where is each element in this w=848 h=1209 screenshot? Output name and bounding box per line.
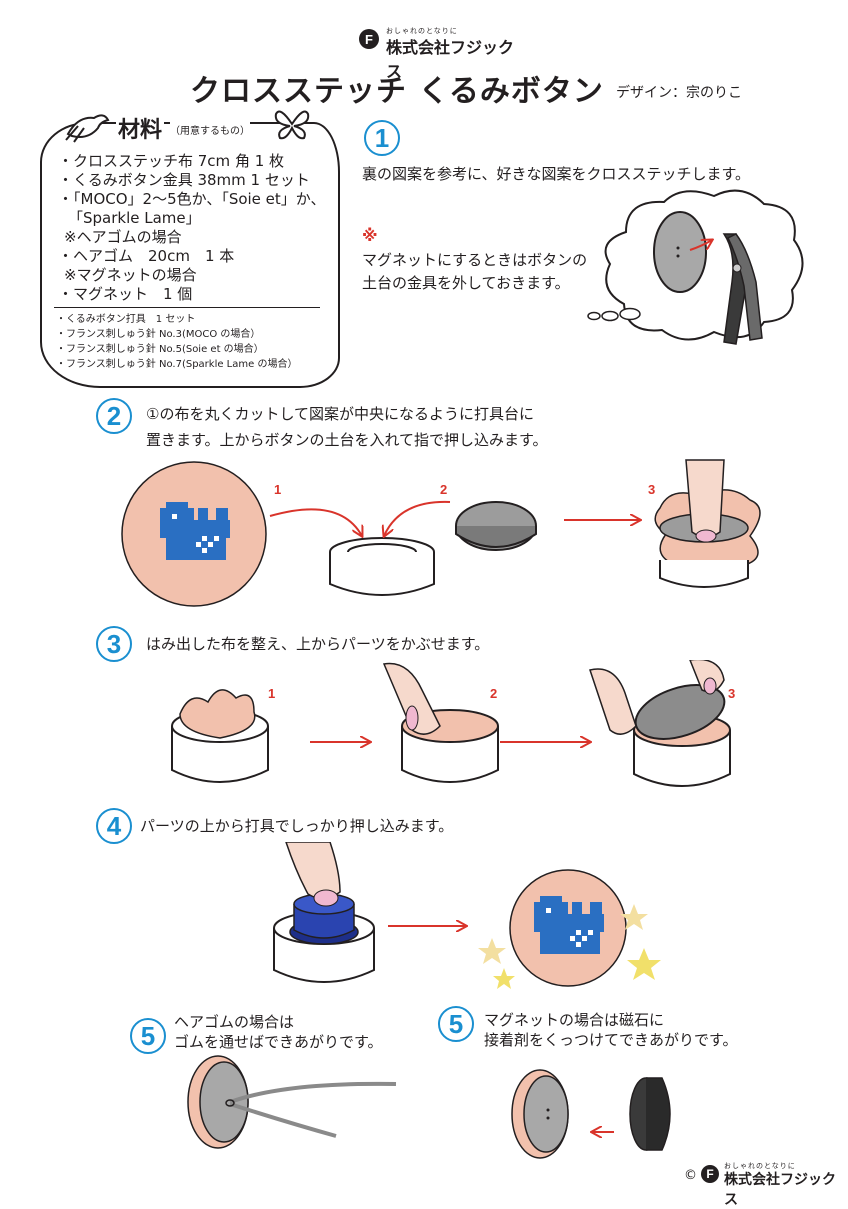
tool-item: ・くるみボタン打具 1 セット [56, 314, 196, 325]
sub-label-1: 1 [274, 482, 282, 497]
materials-divider [54, 307, 320, 308]
footer-brand-logo: F おしゃれのとなりに 株式会社フジックス [700, 1160, 840, 1208]
tool-item: ・フランス刺しゅう針 No.7(Sparkle Lame の場合） [56, 359, 298, 370]
svg-text:F: F [365, 32, 373, 47]
thought-cloud-illustration [604, 189, 804, 345]
bird-icon [65, 114, 110, 143]
sub-label-2: 2 [440, 482, 448, 497]
copyright-mark: © [684, 1168, 697, 1183]
tool-item: ・フランス刺しゅう針 No.5(Soie et の場合） [56, 344, 264, 355]
step-5b-line-1: マグネットの場合は磁石に [484, 1011, 665, 1029]
step-5b-line-2: 接着剤をくっつけてできあがりです。 [484, 1031, 738, 1049]
footer-brand-name: 株式会社フジックス [724, 1172, 836, 1208]
materials-heading-note: （用意するもの） [170, 122, 250, 137]
page-title: クロスステッチ くるみボタン [190, 74, 604, 109]
material-item: ・くるみボタン金具 38mm 1 セット [58, 171, 310, 189]
material-note: ※ヘアゴムの場合 [64, 228, 182, 246]
hair-tie-illustration [187, 1055, 397, 1149]
materials-box: 材料 （用意するもの） ・クロスステッチ布 7cm 角 1 枚 ・くるみボタン金… [40, 110, 340, 388]
step-2-line-1: ①の布を丸くカットして図案が中央になるように打具台に [146, 405, 534, 423]
material-item: 「Sparkle Lame」 [68, 209, 201, 227]
brand-mark-icon: F [701, 1165, 719, 1183]
brand-tagline: おしゃれのとなりに [386, 27, 458, 35]
footer-brand-tagline: おしゃれのとなりに [724, 1162, 796, 1170]
step-5a-line-1: ヘアゴムの場合は [174, 1013, 295, 1031]
step-3-illustration [171, 660, 731, 787]
sub-label-2: 2 [490, 686, 498, 701]
step-4-illustration [273, 842, 661, 989]
step-number-4: 4 [96, 808, 132, 844]
material-note: ※マグネットの場合 [64, 266, 197, 284]
material-item: ・クロスステッチ布 7cm 角 1 枚 [58, 152, 285, 170]
note-line-1: マグネットにするときはボタンの [362, 251, 588, 269]
sub-label-3: 3 [648, 482, 656, 497]
material-item: ・ヘアゴム 20cm 1 本 [58, 247, 235, 265]
step-number-5-magnet: 5 [438, 1006, 474, 1042]
step-number-3: 3 [96, 626, 132, 662]
step-number-5-hair-tie: 5 [130, 1018, 166, 1054]
brand-logo: F おしゃれのとなりに 株式会社フジックス [358, 24, 518, 81]
material-item: ・「MOCO」2〜5色か、「Soie et」か、 [58, 190, 326, 208]
butterfly-icon [274, 110, 310, 140]
brand-name: 株式会社フジックス [386, 38, 515, 81]
materials-heading: 材料 [116, 112, 165, 144]
step-1-text: 裏の図案を参考に、好きな図案をクロスステッチします。 [362, 165, 751, 183]
material-item: ・マグネット 1 個 [58, 285, 193, 303]
thought-bubbles [587, 307, 641, 322]
step-number-1: 1 [364, 120, 400, 156]
step-4-text: パーツの上から打具でしっかり押し込みます。 [140, 817, 454, 835]
note-line-2: 土台の金具を外しておきます。 [362, 274, 570, 292]
sub-label-1: 1 [268, 686, 276, 701]
tool-item: ・フランス刺しゅう針 No.3(MOCO の場合） [56, 329, 261, 340]
sub-label-3: 3 [728, 686, 736, 701]
step-2-illustration [121, 459, 761, 607]
designer-credit: デザイン：宗のりこ [616, 85, 742, 101]
magnet-illustration [511, 1069, 671, 1159]
step-2-line-2: 置きます。上からボタンの土台を入れて指で押し込みます。 [146, 431, 548, 449]
svg-text:F: F [706, 1167, 713, 1181]
note-mark: ※ [362, 226, 378, 245]
step-5a-line-2: ゴムを通せばできあがりです。 [174, 1033, 383, 1051]
step-number-2: 2 [96, 398, 132, 434]
brand-mark-icon: F [359, 29, 379, 49]
step-3-text: はみ出した布を整え、上からパーツをかぶせます。 [146, 635, 490, 653]
